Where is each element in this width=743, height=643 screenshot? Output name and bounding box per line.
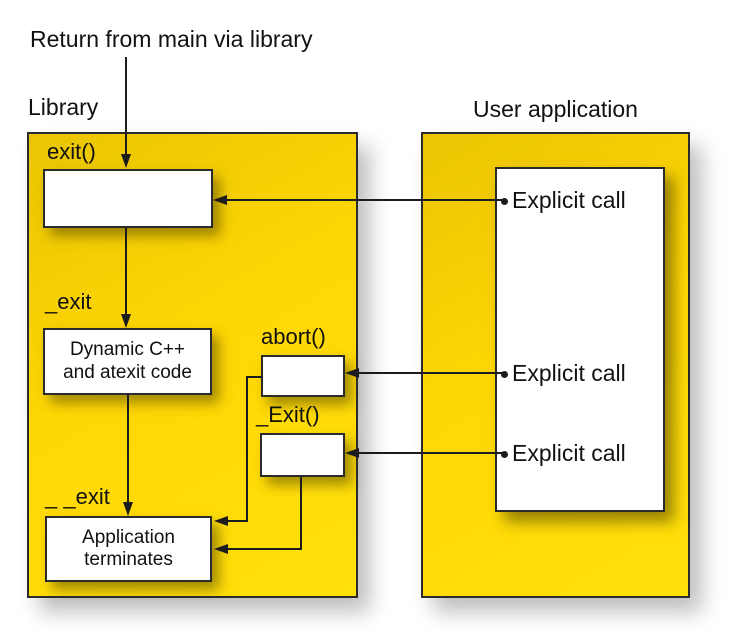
call3-to-exit-upper-arrow-line xyxy=(359,452,507,454)
abort-connector-vertical-line xyxy=(246,376,248,522)
dynamic-atexit-box-text: Dynamic C++ and atexit code xyxy=(45,330,210,393)
application-terminates-text: Application terminates xyxy=(47,518,210,580)
abort-box xyxy=(261,355,345,397)
explicit-call-row-1: Explicit call xyxy=(501,187,626,215)
explicit-call-row-3: Explicit call xyxy=(501,440,626,468)
explicit-call-label-3: Explicit call xyxy=(512,440,626,467)
exit-upper-box xyxy=(260,433,345,477)
application-terminates-line1: Application xyxy=(82,526,175,548)
exit-upper-connector-vertical-line xyxy=(300,477,302,550)
main-entry-arrowhead-down-icon xyxy=(121,154,131,168)
exit-upper-function-label: _Exit() xyxy=(256,402,320,427)
exit-upper-connector-arrowhead-left-icon xyxy=(214,544,228,554)
exit-function-label: exit() xyxy=(47,139,96,164)
bullet-icon xyxy=(501,370,508,378)
call1-arrowhead-left-icon xyxy=(213,195,227,205)
dynamic-atexit-line1: Dynamic C++ xyxy=(69,339,186,361)
call3-arrowhead-left-icon xyxy=(345,448,359,458)
main-entry-arrow-line xyxy=(125,57,127,154)
call2-arrowhead-left-icon xyxy=(345,368,359,378)
library-panel-label: Library xyxy=(28,94,99,120)
explicit-call-label-1: Explicit call xyxy=(512,187,626,214)
explicit-call-row-2: Explicit call xyxy=(501,360,626,388)
abort-function-label: abort() xyxy=(261,324,326,349)
dynamic-atexit-line2: and atexit code xyxy=(63,361,192,383)
abort-connector-top-line xyxy=(246,376,262,378)
double-under-exit-label: _ _exit xyxy=(45,484,110,509)
bullet-icon xyxy=(501,197,508,205)
application-terminates-box: Application terminates xyxy=(45,516,212,582)
explicit-call-label-2: Explicit call xyxy=(512,360,626,387)
bullet-icon xyxy=(501,450,508,458)
call1-to-exit-arrow-line xyxy=(227,199,507,201)
user-application-panel-label: User application xyxy=(473,96,638,122)
user-code-box xyxy=(495,167,665,512)
exit-to-dynamic-arrow-line xyxy=(125,228,127,314)
call2-to-abort-arrow-line xyxy=(359,372,507,374)
under-exit-label: _exit xyxy=(45,289,92,314)
exit-to-dynamic-arrowhead-down-icon xyxy=(121,314,131,328)
dynamic-atexit-box: Dynamic C++ and atexit code xyxy=(43,328,212,395)
dynamic-to-terminate-arrow-line xyxy=(127,395,129,502)
abort-connector-bottom-line xyxy=(228,520,248,522)
abort-connector-arrowhead-left-icon xyxy=(214,516,228,526)
application-terminates-line2: terminates xyxy=(84,549,173,570)
return-from-main-label: Return from main via library xyxy=(30,26,313,52)
dynamic-to-terminate-arrowhead-down-icon xyxy=(123,502,133,516)
exit-box xyxy=(43,169,213,228)
exit-upper-connector-bottom-line xyxy=(228,548,302,550)
